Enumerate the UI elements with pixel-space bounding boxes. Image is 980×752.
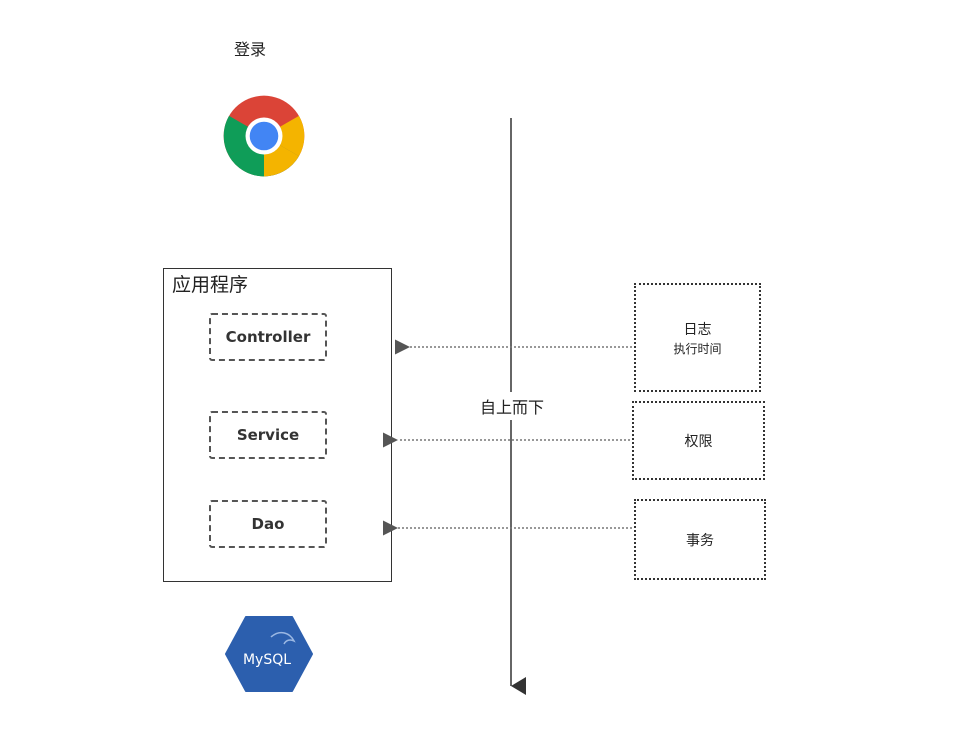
log-aspect-box: 日志 执行时间 <box>634 283 761 392</box>
log-aspect-sublabel: 执行时间 <box>673 341 722 356</box>
chrome-browser-icon <box>223 95 305 177</box>
dao-layer: Dao <box>209 500 327 548</box>
flow-direction-label: 自上而下 <box>478 392 547 420</box>
application-container <box>163 268 392 582</box>
mysql-label: MySQL <box>243 652 291 668</box>
transaction-aspect-label: 事务 <box>686 532 714 549</box>
permission-aspect-box: 权限 <box>632 401 765 480</box>
mysql-database-icon: MySQL <box>225 616 313 692</box>
controller-layer: Controller <box>209 313 327 361</box>
log-aspect-label: 日志 <box>683 321 712 338</box>
transaction-aspect-box: 事务 <box>634 499 766 580</box>
controller-label: Controller <box>225 328 311 346</box>
service-layer: Service <box>209 411 327 459</box>
service-label: Service <box>236 426 300 444</box>
client-label: 登录 <box>234 40 267 59</box>
permission-aspect-label: 权限 <box>684 433 713 450</box>
application-title: 应用程序 <box>172 274 249 296</box>
dao-label: Dao <box>251 515 285 533</box>
